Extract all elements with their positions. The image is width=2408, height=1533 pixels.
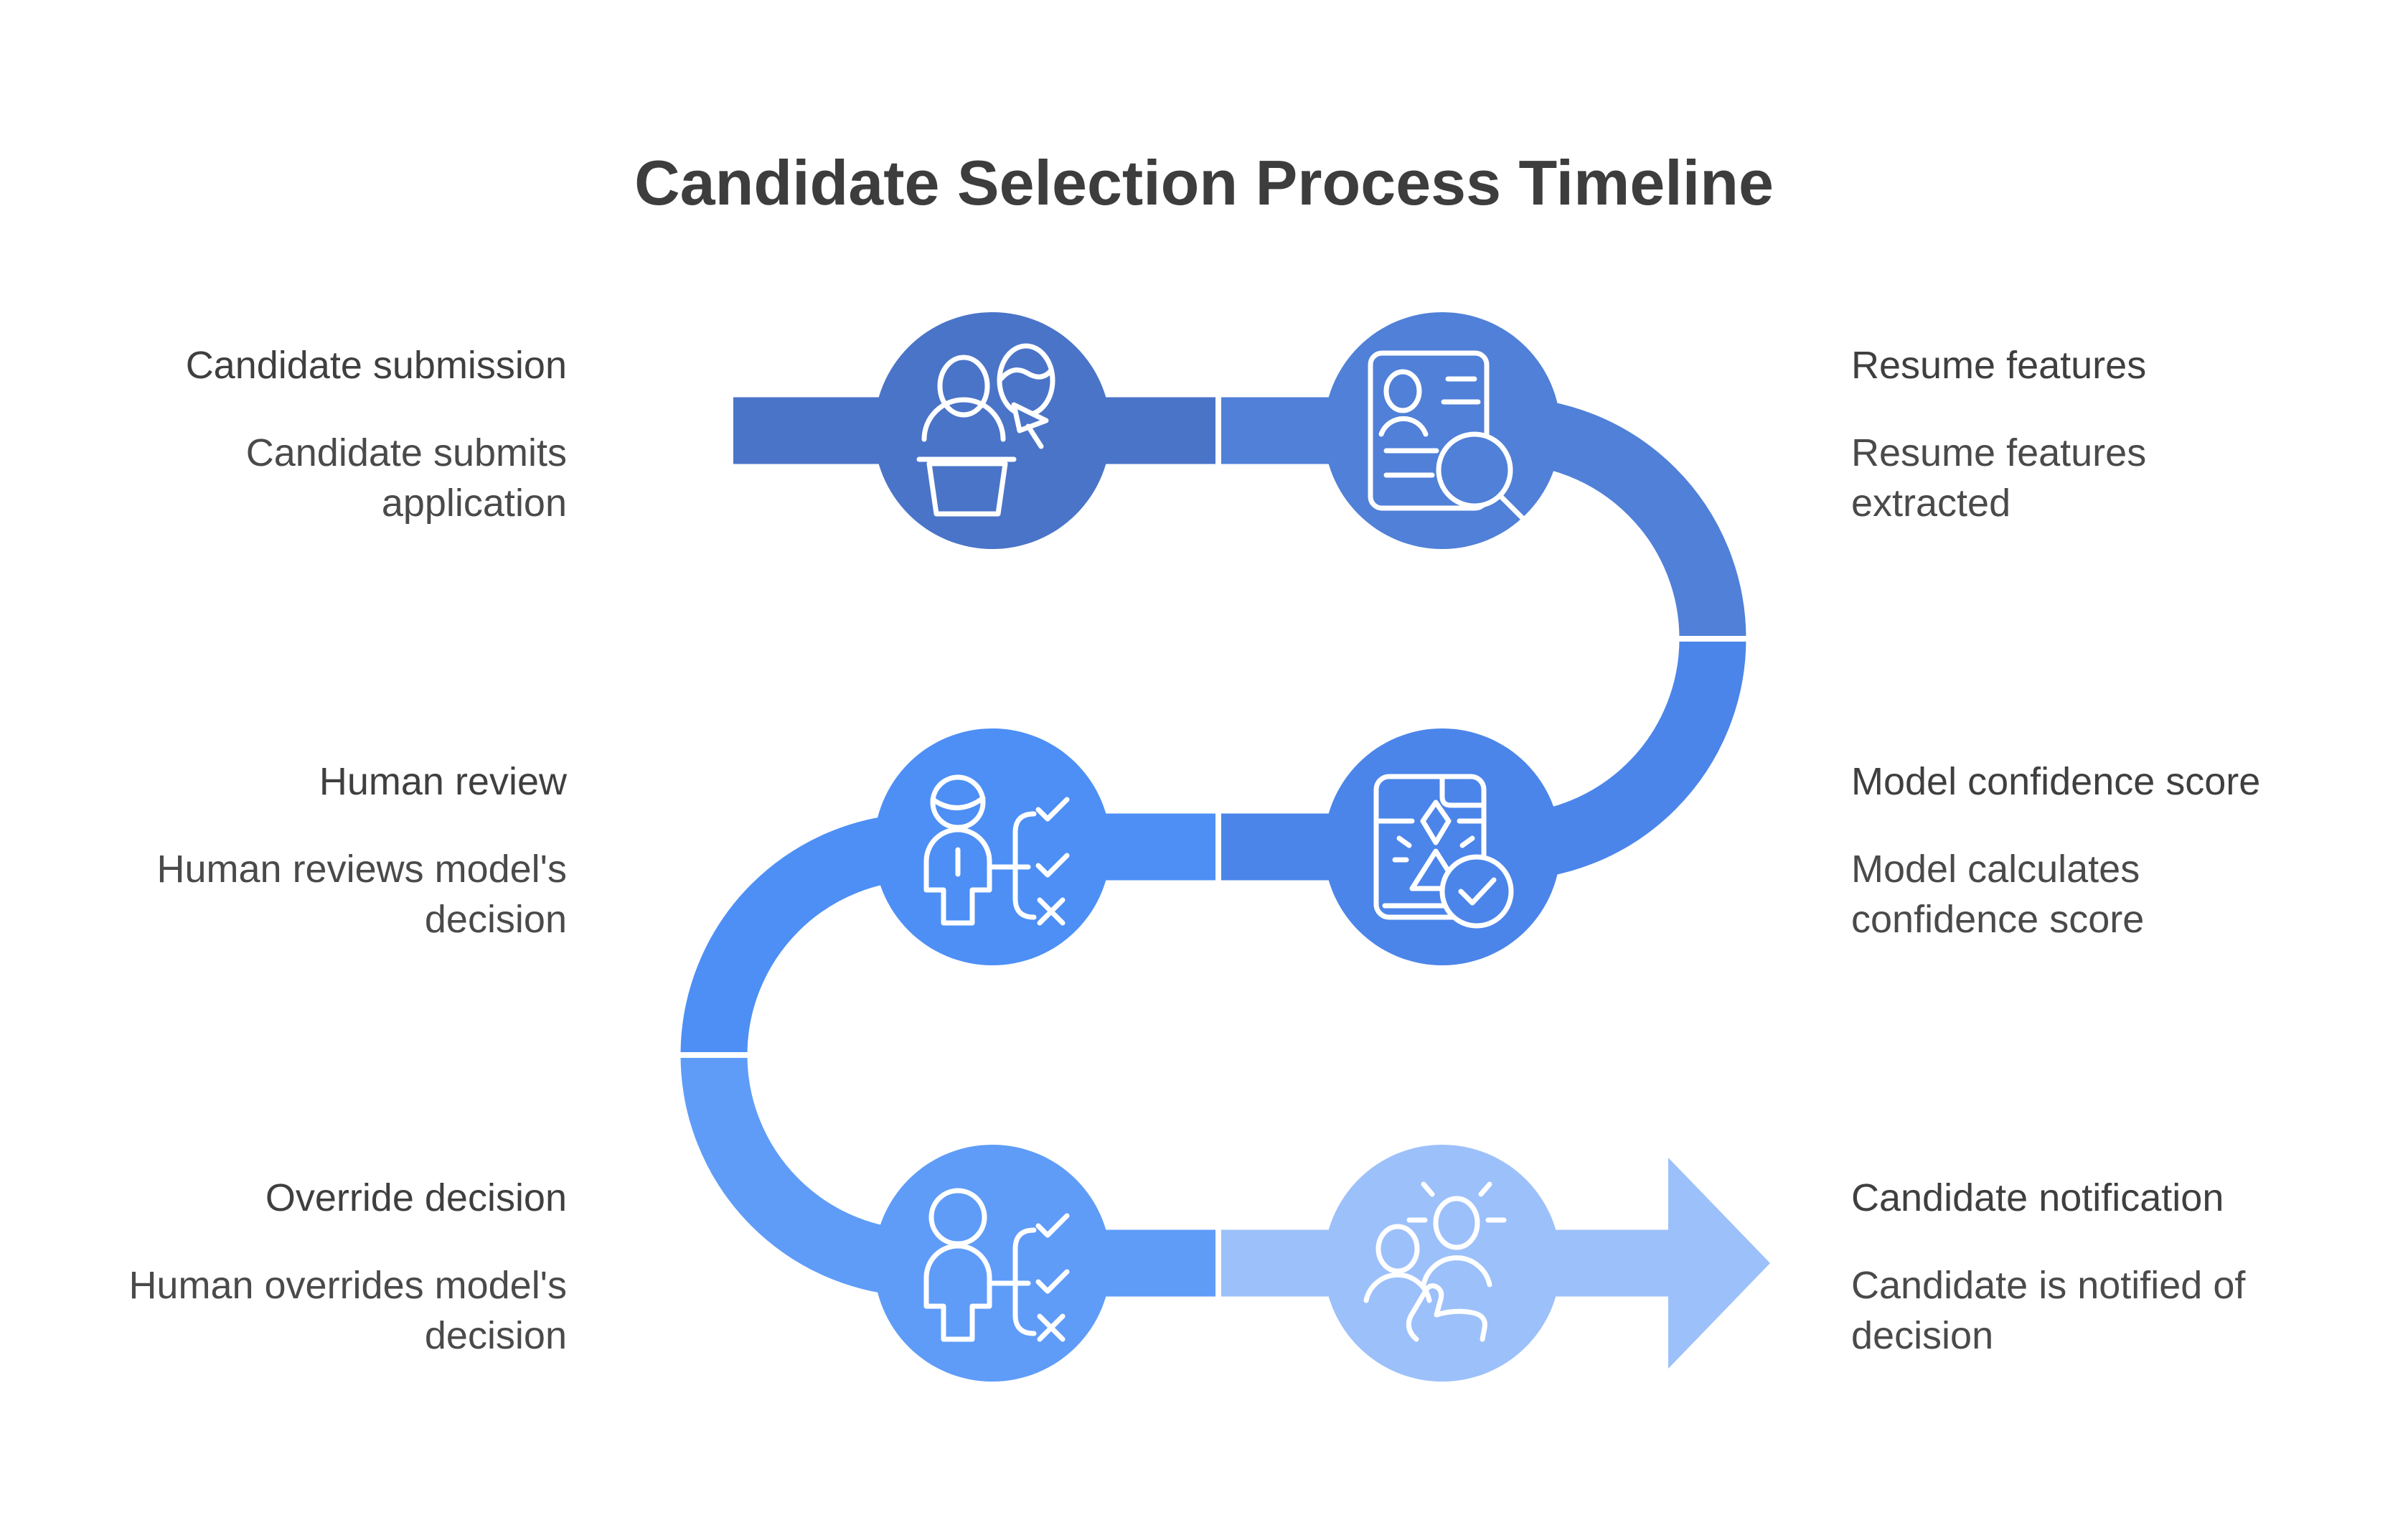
step-heading: Override decision	[265, 1176, 567, 1219]
human-review-icon	[923, 774, 1070, 926]
hair-wave-shape	[998, 367, 1054, 382]
check-circle-shape	[1439, 854, 1514, 929]
candidate-notification-icon	[1363, 1181, 1507, 1342]
tray-shape	[926, 461, 1008, 517]
step-label-override-decision: Override decision Human overrides model'…	[22, 1173, 567, 1361]
hair-line-shape	[930, 795, 986, 810]
decision-bracket-shape	[1012, 811, 1037, 920]
person-shoulders-shape	[921, 397, 1006, 442]
step-heading: Model confidence score	[1851, 760, 2261, 803]
check-mark-shape	[1035, 853, 1070, 878]
magnifier-lens-shape	[1436, 431, 1513, 509]
person-head-shape	[1375, 1224, 1420, 1274]
person-body-shape	[923, 1243, 992, 1342]
ray-line	[1478, 1181, 1492, 1197]
photo-head-shape	[1383, 369, 1422, 413]
notified-head-shape	[1433, 1196, 1480, 1250]
check-mark-shape	[1035, 1213, 1070, 1238]
step-heading: Candidate submission	[185, 344, 567, 387]
document-flap-shape	[1439, 774, 1487, 808]
step-circle-resume-features	[1324, 312, 1561, 549]
plumb-shape	[1420, 800, 1452, 845]
arrowhead	[1668, 1158, 1770, 1369]
person-body-shape	[923, 827, 992, 926]
spark-line	[1396, 835, 1412, 848]
confidence-score-icon	[1373, 774, 1514, 929]
decision-bracket-shape	[1012, 1227, 1037, 1336]
override-decision-icon	[923, 1188, 1070, 1342]
person-head-shape	[937, 355, 990, 418]
document-shape	[1368, 350, 1490, 511]
check-mark-shape	[1035, 797, 1070, 822]
step-label-candidate-notification: Candidate notification Candidate is noti…	[1851, 1173, 2325, 1361]
document-shape	[1373, 774, 1487, 920]
check-mark-shape	[1035, 1269, 1070, 1294]
pointing-hand-shape	[1406, 1283, 1487, 1342]
resume-scan-icon	[1368, 350, 1525, 521]
page-title: Candidate Selection Process Timeline	[634, 147, 1774, 218]
cursor-tail-shape	[1025, 423, 1044, 449]
notified-shoulders-shape	[1421, 1255, 1492, 1288]
step-circle-model-confidence	[1324, 728, 1561, 965]
step-circle-human-review	[874, 728, 1111, 965]
spark-line	[1459, 835, 1475, 848]
check-mark-shape	[1458, 877, 1497, 906]
magnifier-handle-shape	[1497, 493, 1525, 521]
step-heading: Candidate notification	[1851, 1176, 2224, 1219]
step-heading: Human review	[319, 760, 567, 803]
cursor-shape	[1011, 402, 1049, 433]
cross-mark-shape	[1037, 897, 1066, 926]
step-heading: Resume features	[1851, 344, 2147, 387]
step-circle-override-decision	[874, 1145, 1111, 1382]
ray-line	[1421, 1181, 1435, 1197]
photo-shoulders-shape	[1378, 416, 1429, 437]
candidate-submission-icon	[916, 343, 1055, 517]
cross-mark-shape	[1037, 1313, 1066, 1342]
